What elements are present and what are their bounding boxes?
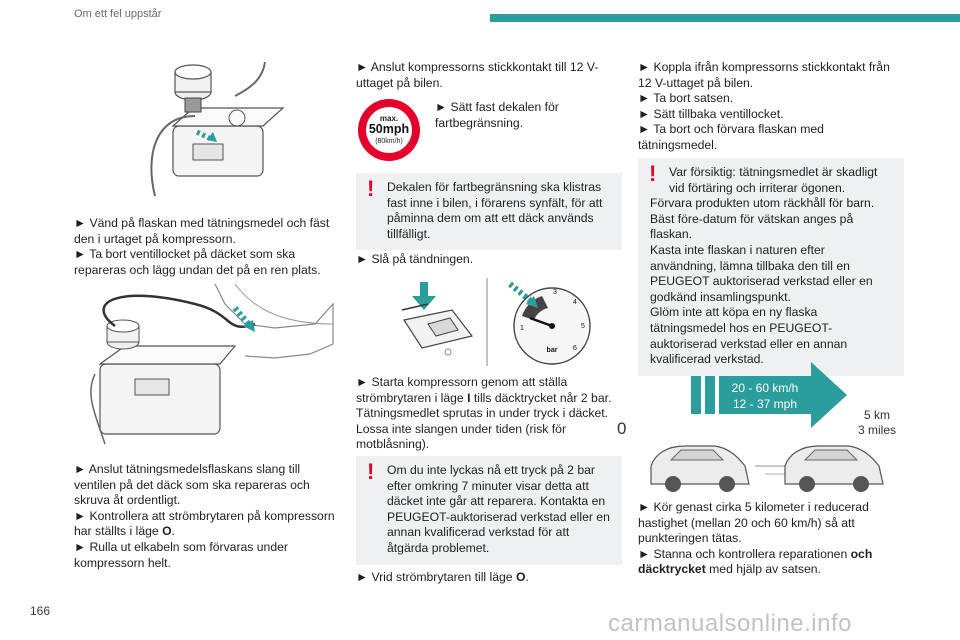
col2-step-sticker: ► Sätt fast dekalen för fartbegränsning. <box>435 100 559 130</box>
gauge-tick-3: 3 <box>553 289 557 296</box>
col2-step-plug: ► Anslut kompressorns stickkontakt till … <box>356 60 599 90</box>
page-number: 166 <box>30 604 51 618</box>
warning-icon: ! <box>649 161 657 186</box>
col2-step-ignition: ► Slå på tändningen. <box>356 252 474 266</box>
gauge-unit: bar <box>547 347 558 354</box>
illustration-bottle-on-compressor <box>135 56 285 206</box>
driving-distance-diagram: 20 - 60 km/h 12 - 37 mph 0 5 km 3 miles <box>615 362 915 492</box>
gauge-tick-1: 1 <box>520 325 524 332</box>
speed-limit-sticker: max. 50mph (80km/h) <box>356 97 422 163</box>
step-connect-hose: ► Anslut tätningsmedelsflaskans slang ti… <box>74 462 310 508</box>
speed-mph: 12 - 37 mph <box>733 397 797 411</box>
header-accent-bar <box>490 14 960 22</box>
car-end-icon <box>755 445 884 492</box>
sticker-speed: 50mph <box>369 122 409 136</box>
col3-steps: ► Koppla ifrån kompressorns stickkontakt… <box>638 60 904 154</box>
step-invert-bottle: ► Vänd på flaskan med tätningsmedel och … <box>74 216 330 246</box>
col2-step-switch-off: ► Vrid strömbrytaren till läge O. <box>356 570 529 584</box>
col3-step-drive: ► Kör genast cirka 5 kilometer i reducer… <box>638 500 873 577</box>
gauge-tick-5: 5 <box>581 323 585 330</box>
warning-icon: ! <box>367 459 375 484</box>
col3-warning-sealant: ! Var försiktig: tätningsmedlet är skadl… <box>638 158 904 376</box>
step-unroll-cable: ► Rulla ut elkabeln som förvaras under k… <box>74 539 288 570</box>
warning-icon: ! <box>367 176 375 201</box>
watermark: carmanualsonline.info <box>608 610 852 637</box>
sticker-kmh: (80km/h) <box>375 138 403 145</box>
step-check-switch: ► Kontrollera att strömbrytaren på kompr… <box>74 508 335 539</box>
step-remove-valve-cap: ► Ta bort ventillocket på däcket som ska… <box>74 247 321 277</box>
distance-start: 0 <box>617 419 626 438</box>
speed-kmh: 20 - 60 km/h <box>732 381 799 395</box>
section-title: Om ett fel uppstår <box>74 8 162 20</box>
distance-miles: 3 miles <box>858 423 896 437</box>
gauge-tick-6: 6 <box>573 345 577 352</box>
distance-km: 5 km <box>864 408 890 422</box>
step-remove-kit: ► Ta bort satsen. <box>638 91 734 106</box>
car-start-icon <box>650 445 750 492</box>
illustration-hose-to-wheel-valve <box>75 284 335 454</box>
step-refit-cap: ► Sätt tillbaka ventillocket. <box>638 106 784 121</box>
illustration-switch-and-gauge: 1 2 3 4 5 6 bar <box>392 278 602 368</box>
gauge-tick-4: 4 <box>573 299 577 306</box>
col1-text-block2: ► Anslut tätningsmedelsflaskans slang ti… <box>74 462 340 571</box>
step-unplug: ► Koppla ifrån kompressorns stickkontakt… <box>638 60 890 90</box>
col2-warning-pressure: ! Om du inte lyckas nå ett tryck på 2 ba… <box>356 456 622 565</box>
col2-step-start-compressor: ► Starta kompressorn genom att ställa st… <box>356 375 612 452</box>
col2-warning-sticker: ! Dekalen för fartbegränsning ska klistr… <box>356 173 622 251</box>
step-store-bottle: ► Ta bort och förvara flaskan med tätnin… <box>638 122 824 152</box>
col1-text-block1: ► Vänd på flaskan med tätningsmedel och … <box>74 216 340 278</box>
sticker-max: max. <box>380 114 398 123</box>
